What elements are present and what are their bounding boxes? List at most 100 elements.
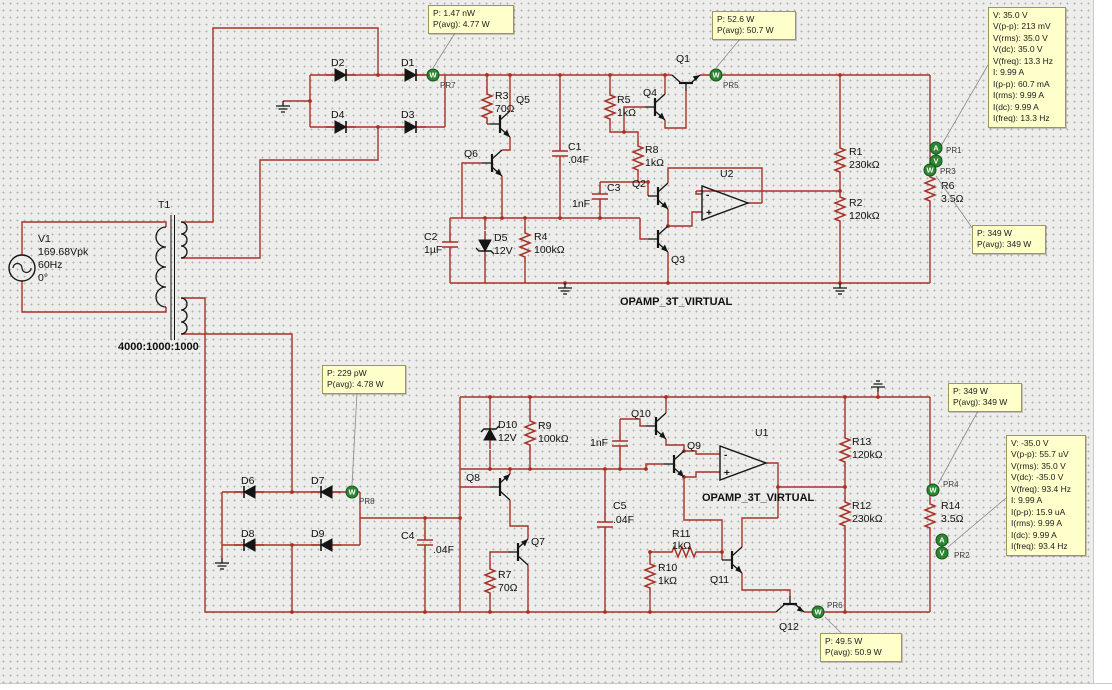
r7-value: 70Ω <box>498 582 518 594</box>
probe-readout-pr2[interactable]: V: -35.0 V V(p-p): 55.7 uV V(rms): 35.0 … <box>1006 435 1086 556</box>
transistor-q10[interactable]: Q10 <box>631 408 668 441</box>
ground-mid-top[interactable] <box>557 282 573 295</box>
probe-readout-pr6[interactable]: P: 49.5 W P(avg): 50.9 W <box>820 633 902 662</box>
transistor-q11[interactable]: Q11 <box>710 545 744 586</box>
probe-readout-pr8[interactable]: P: 229 pW P(avg): 4.78 W <box>322 365 406 394</box>
opamp-u2[interactable]: - + U2 OPAMP_3T_VIRTUAL <box>620 168 751 308</box>
probe-readout-pr5[interactable]: P: 52.6 W P(avg): 50.7 W <box>712 11 796 40</box>
probe-pr6[interactable]: W PR6 <box>811 601 843 619</box>
probe-pr5[interactable]: W PR5 <box>709 68 739 90</box>
ground-divider-top[interactable] <box>832 282 848 295</box>
v1-amplitude: 169.68Vpk <box>38 246 89 258</box>
diode-d7[interactable]: D7 <box>310 475 342 499</box>
c4-value: .04F <box>433 544 454 556</box>
probe-readout-pr3[interactable]: P: 349 W P(avg): 349 W <box>972 225 1046 254</box>
transistor-q4[interactable]: Q4 <box>643 87 667 122</box>
pr6-name: PR6 <box>827 601 843 610</box>
transformer-t1[interactable]: T1 4000:1000:1000 <box>118 199 199 353</box>
c3-label: C3 <box>607 182 621 194</box>
d2-label: D2 <box>331 57 345 69</box>
diode-d9[interactable]: D9 <box>310 528 342 552</box>
probe-readout-pr7[interactable]: P: 1.47 nW P(avg): 4.77 W <box>428 5 514 34</box>
diode-d2[interactable]: D2 <box>325 57 357 82</box>
diode-d8[interactable]: D8 <box>233 528 265 552</box>
q7-label: Q7 <box>531 536 545 548</box>
transistor-q1[interactable]: Q1 <box>670 53 702 93</box>
u1-minus-icon: - <box>724 450 727 461</box>
diode-d6[interactable]: D6 <box>233 475 265 499</box>
power-probe-icon: W <box>929 486 937 495</box>
diode-d4[interactable]: D4 <box>325 109 357 134</box>
r8-value: 1kΩ <box>645 157 664 169</box>
opamp-u1[interactable]: - + U1 OPAMP_3T_VIRTUAL <box>702 427 815 504</box>
diode-d3[interactable]: D3 <box>395 109 427 134</box>
capacitor-c6[interactable]: 1nF <box>590 430 629 456</box>
r14-label: R14 <box>941 500 960 512</box>
transistor-q9[interactable]: Q9 <box>662 440 701 479</box>
pr5-name: PR5 <box>723 81 739 90</box>
r4-label: R4 <box>534 231 548 243</box>
pr8-name: PR8 <box>359 497 375 506</box>
d5-label: D5 <box>494 232 508 244</box>
transistor-q2[interactable]: Q2 <box>632 178 670 211</box>
transistor-q6[interactable]: Q6 <box>464 148 504 178</box>
transistor-q7[interactable]: Q7 <box>506 536 545 567</box>
probe-pr7[interactable]: W PR7 <box>426 68 456 90</box>
power-probe-icon: W <box>348 488 356 497</box>
q2-label: Q2 <box>632 178 646 190</box>
capacitor-c5[interactable]: C5.04F <box>596 500 634 537</box>
d4-label: D4 <box>331 109 345 121</box>
c3-value: 1nF <box>572 198 590 210</box>
ground-bridge-bottom[interactable] <box>214 557 230 570</box>
probe-readout-pr4[interactable]: P: 349 W P(avg): 349 W <box>948 383 1022 412</box>
pr7-name: PR7 <box>440 81 456 90</box>
probe-pr1[interactable]: A V PR1 <box>929 141 962 168</box>
u1-label: U1 <box>755 427 769 439</box>
c1-value: .04F <box>568 154 589 166</box>
q8-label: Q8 <box>466 472 480 484</box>
capacitor-c4[interactable]: C4.04F <box>401 529 454 556</box>
wires[interactable] <box>21 27 931 613</box>
d10-value: 12V <box>498 432 517 444</box>
t1-ratio: 4000:1000:1000 <box>118 341 199 353</box>
d1-label: D1 <box>401 57 415 69</box>
diode-d1[interactable]: D1 <box>395 57 427 82</box>
probe-pr8[interactable]: W PR8 <box>345 485 375 506</box>
r2-label: R2 <box>849 197 863 209</box>
u2-minus-icon: - <box>706 190 709 201</box>
ground-bottom-right[interactable] <box>870 380 886 393</box>
capacitor-c3[interactable]: C3 1nF <box>572 182 621 210</box>
transistor-q3[interactable]: Q3 <box>646 224 685 266</box>
probe-readout-pr1[interactable]: V: 35.0 V V(p-p): 213 mV V(rms): 35.0 V … <box>988 7 1066 128</box>
power-probe-icon: W <box>712 71 720 80</box>
probe-pr2[interactable]: A V PR2 <box>935 533 970 560</box>
capacitor-c1[interactable]: C1.04F <box>551 140 589 166</box>
ground-bridge-top[interactable] <box>275 100 291 113</box>
transistor-q5[interactable]: Q5 <box>488 94 530 139</box>
r2-value: 120kΩ <box>849 210 880 222</box>
probe-pr3[interactable]: W PR3 <box>923 163 956 177</box>
transistor-q12[interactable]: Q12 <box>774 594 806 633</box>
transistor-q8[interactable]: Q8 <box>466 472 512 502</box>
r11-label: R11 <box>672 528 691 540</box>
r10-label: R10 <box>658 562 677 574</box>
voltage-source-v1[interactable]: V1 169.68Vpk 60Hz 0° <box>8 233 89 284</box>
probe-pr4[interactable]: W PR4 <box>926 480 959 497</box>
